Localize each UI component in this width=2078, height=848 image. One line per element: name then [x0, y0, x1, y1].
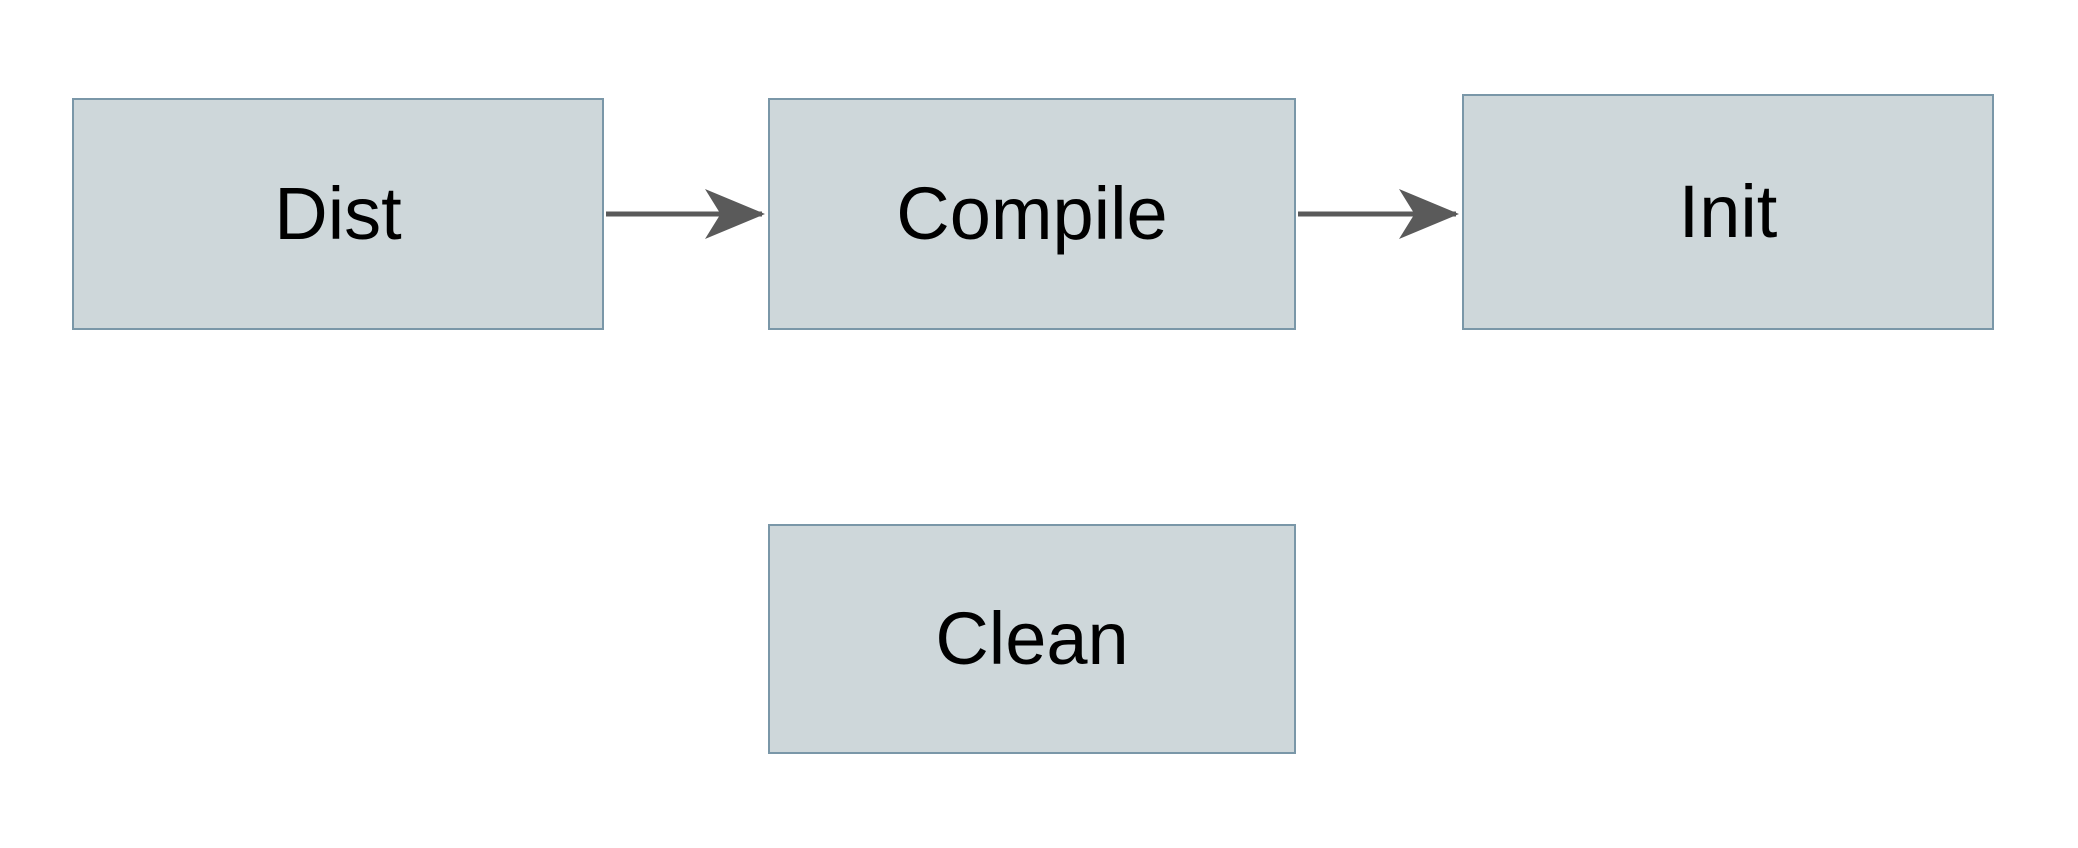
node-dist[interactable]: Dist — [72, 98, 604, 330]
node-init-label: Init — [1678, 170, 1778, 253]
node-compile[interactable]: Compile — [768, 98, 1296, 330]
node-compile-label: Compile — [896, 172, 1168, 255]
node-clean[interactable]: Clean — [768, 524, 1296, 754]
node-clean-label: Clean — [935, 597, 1129, 680]
node-init[interactable]: Init — [1462, 94, 1994, 330]
node-dist-label: Dist — [274, 172, 402, 255]
